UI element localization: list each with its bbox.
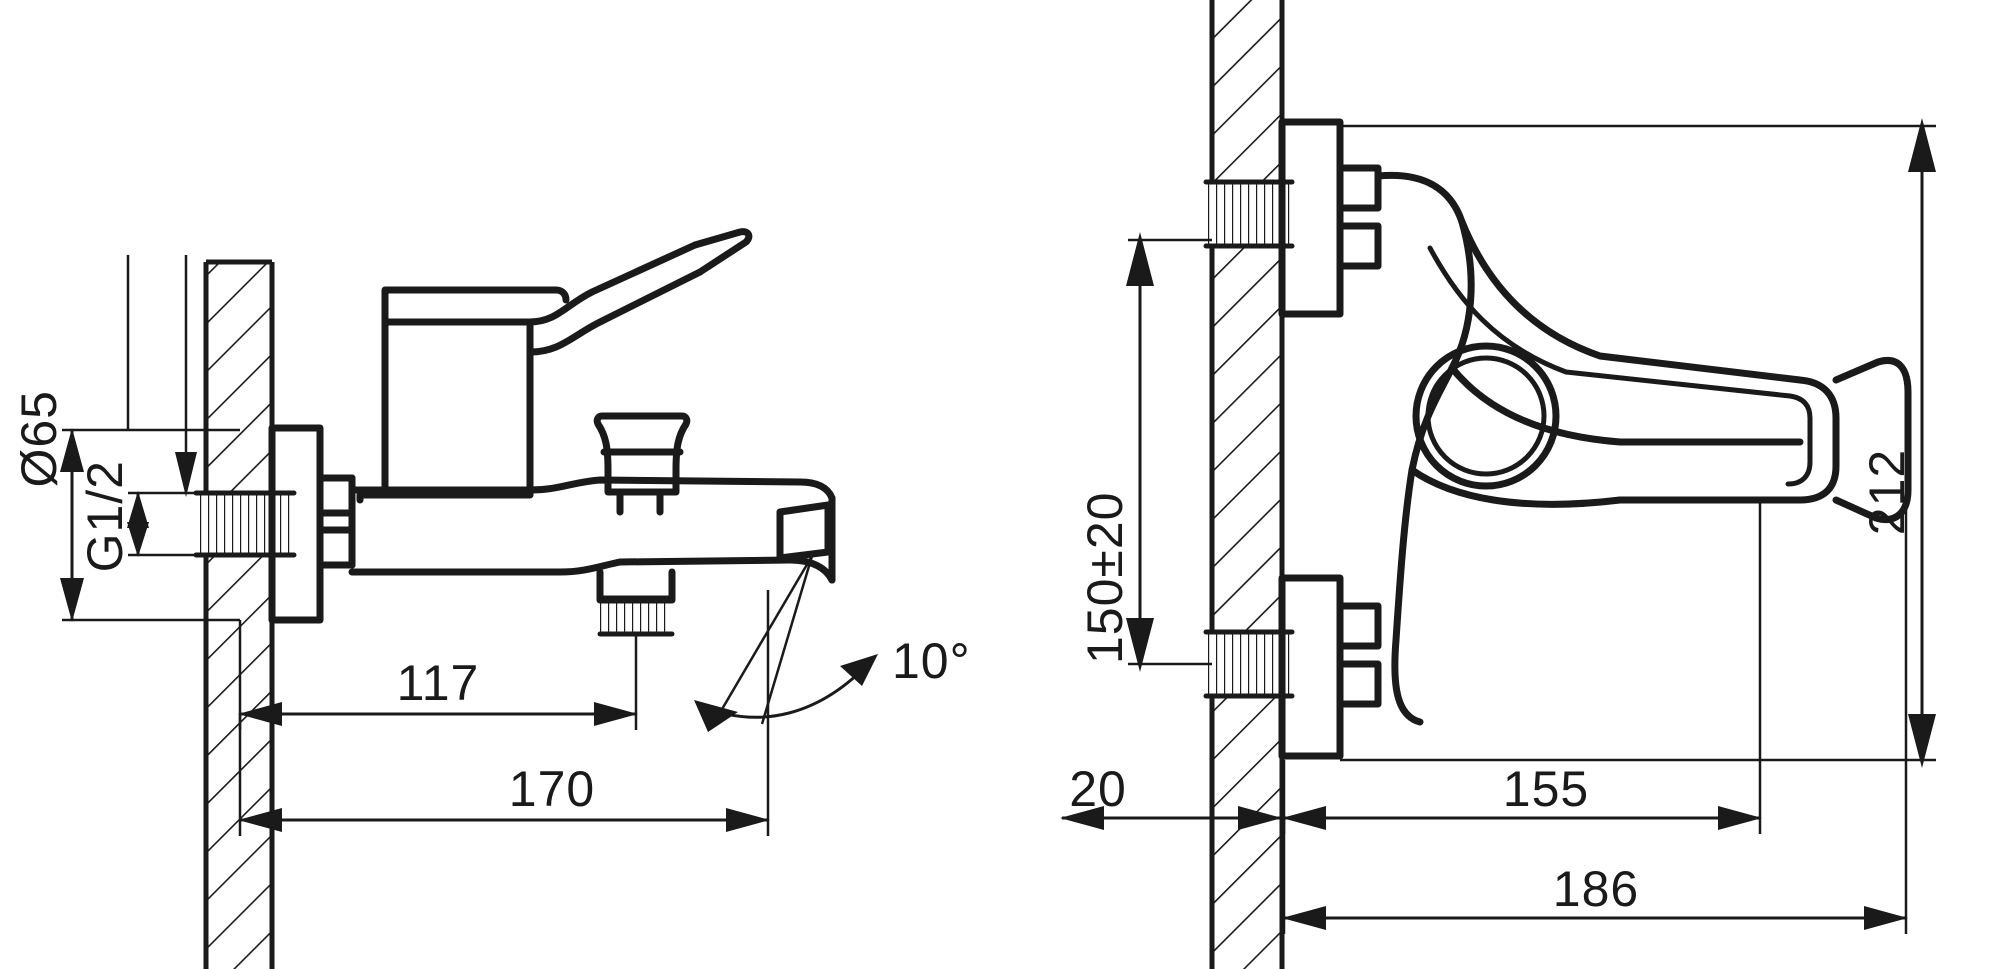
dimension-117: 117	[238, 620, 638, 730]
dimension-20: 20	[1060, 761, 1282, 830]
spout-left	[348, 476, 836, 584]
left-side-elevation-view: Ø65 G1/2 117	[11, 228, 971, 969]
right-front-elevation-view: 150±20 212 20 155	[1060, 0, 1936, 969]
dim-label-150pm20: 150±20	[1077, 492, 1133, 664]
cartridge-circle-outer	[1412, 342, 1560, 490]
dimension-diameter-65: Ø65	[11, 255, 240, 622]
dimension-186: 186	[1282, 510, 1908, 934]
wall-hatching-right	[1212, 0, 1282, 969]
cartridge-circle-inner	[1425, 355, 1547, 477]
dim-label-186: 186	[1553, 861, 1639, 917]
dim-label-117: 117	[397, 655, 480, 711]
lower-inlet-thread-right	[1203, 629, 1295, 699]
upper-inlet-thread-right	[1203, 179, 1295, 249]
wall-section-left	[203, 259, 275, 969]
dim-label-10deg: 10°	[892, 633, 971, 689]
wall-section-right	[1209, 0, 1285, 969]
mixer-body-right	[1374, 171, 1912, 726]
dim-label-170: 170	[509, 761, 595, 817]
dim-label-thread-g12: G1/2	[77, 460, 133, 572]
dim-label-20: 20	[1069, 761, 1127, 817]
dimension-170: 170	[238, 590, 770, 836]
diverter-knob-left	[593, 412, 691, 516]
inlet-thread-left	[193, 490, 297, 558]
dimension-angle-10deg: 10°	[694, 555, 971, 732]
dim-label-155: 155	[1503, 761, 1589, 817]
upper-escutcheon-right	[1278, 118, 1382, 318]
dim-label-diameter-65: Ø65	[11, 390, 67, 488]
dimension-thread-g12: G1/2	[77, 255, 206, 572]
dimension-212: 212	[1340, 118, 1936, 768]
lower-escutcheon-right	[1278, 574, 1382, 760]
dimension-150pm20: 150±20	[1077, 232, 1212, 672]
wall-hatching-left	[206, 262, 272, 969]
